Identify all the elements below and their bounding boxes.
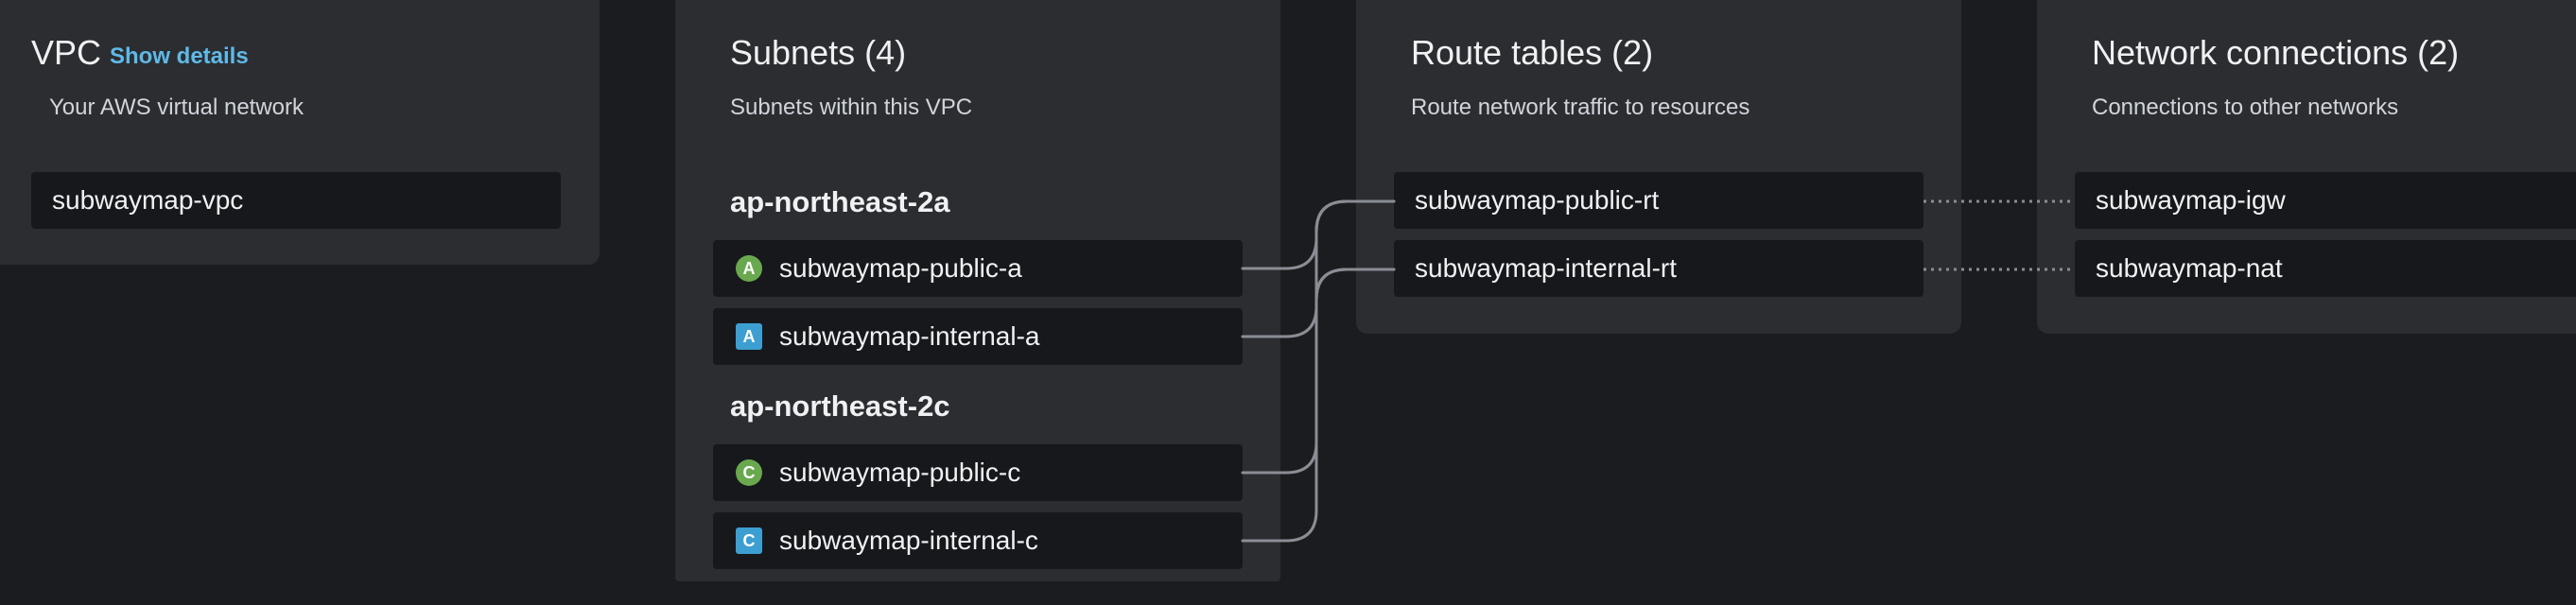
- route-table-label: subwaymap-public-rt: [1415, 185, 1660, 215]
- show-details-link[interactable]: Show details: [110, 43, 249, 69]
- vpc-description: Your AWS virtual network: [49, 95, 305, 120]
- network-connections-title: Network connections (2): [2092, 33, 2460, 72]
- subnets-description: Subnets within this VPC: [730, 95, 973, 120]
- route-table-public-rt[interactable]: subwaymap-public-rt: [1394, 172, 1923, 229]
- network-connection-nat[interactable]: subwaymap-nat: [2075, 240, 2576, 297]
- route-tables-panel: Route tables (2) Route network traffic t…: [1356, 0, 1961, 334]
- subnet-item-public-c[interactable]: C subwaymap-public-c: [713, 444, 1243, 501]
- az-heading-2c: ap-northeast-2c: [730, 389, 950, 423]
- vpc-panel: VPC Show details Your AWS virtual networ…: [0, 0, 600, 265]
- vpc-title: VPC: [31, 33, 102, 72]
- internal-subnet-badge-icon: A: [736, 323, 762, 350]
- route-table-internal-rt[interactable]: subwaymap-internal-rt: [1394, 240, 1923, 297]
- network-connection-label: subwaymap-nat: [2096, 253, 2283, 283]
- az-heading-2a: ap-northeast-2a: [730, 185, 950, 218]
- network-connections-description: Connections to other networks: [2092, 95, 2399, 120]
- subnet-label: subwaymap-public-c: [779, 458, 1021, 487]
- network-connections-panel: Network connections (2) Connections to o…: [2037, 0, 2576, 334]
- subnet-label: subwaymap-internal-a: [779, 321, 1040, 351]
- subnet-label: subwaymap-internal-c: [779, 526, 1038, 555]
- route-tables-title: Route tables (2): [1411, 33, 1654, 72]
- vpc-node-label: subwaymap-vpc: [52, 185, 244, 215]
- subnet-item-internal-a[interactable]: A subwaymap-internal-a: [713, 308, 1243, 365]
- route-table-label: subwaymap-internal-rt: [1415, 253, 1677, 283]
- subnet-item-internal-c[interactable]: C subwaymap-internal-c: [713, 512, 1243, 569]
- subnet-item-public-a[interactable]: A subwaymap-public-a: [713, 240, 1243, 297]
- network-connection-label: subwaymap-igw: [2096, 185, 2286, 215]
- vpc-node[interactable]: subwaymap-vpc: [31, 172, 561, 229]
- public-subnet-badge-icon: C: [736, 459, 762, 486]
- route-tables-description: Route network traffic to resources: [1411, 95, 1750, 120]
- subnets-panel: Subnets (4) Subnets within this VPC ap-n…: [675, 0, 1280, 581]
- subnet-label: subwaymap-public-a: [779, 253, 1022, 283]
- subnets-title: Subnets (4): [730, 33, 907, 72]
- internal-subnet-badge-icon: C: [736, 527, 762, 554]
- public-subnet-badge-icon: A: [736, 255, 762, 282]
- network-connection-igw[interactable]: subwaymap-igw: [2075, 172, 2576, 229]
